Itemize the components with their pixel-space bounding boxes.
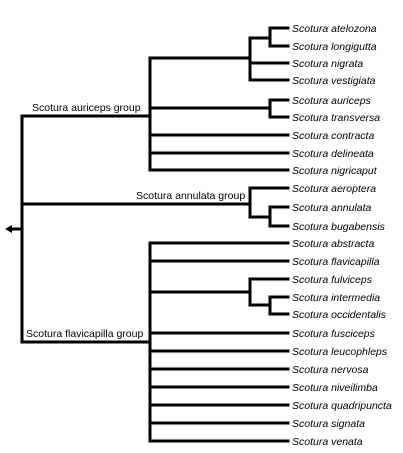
group-label-annulata: Scotura annulata group — [136, 190, 245, 202]
leaf-label: Scotura venata — [292, 436, 363, 448]
leaf-label: Scotura flavicapilla — [292, 256, 380, 268]
leaf-label: Scotura bugabensis — [292, 221, 386, 233]
leaf-label: Scotura nervosa — [292, 364, 369, 376]
leaf-label: Scotura fusciceps — [292, 328, 376, 340]
leaf-label: Scotura vestigiata — [292, 75, 376, 87]
leaf-label: Scotura signata — [292, 418, 365, 430]
leaf-label: Scotura quadripuncta — [292, 400, 392, 412]
leaf-label: Scotura delineata — [292, 148, 374, 160]
left-arrow-icon — [5, 225, 24, 233]
leaf-label: Scotura annulata — [292, 202, 372, 214]
leaf-label: Scotura fulviceps — [292, 274, 373, 286]
leaf-label: Scotura contracta — [292, 130, 374, 142]
leaf-label: Scotura occidentalis — [292, 309, 387, 321]
leaf-label: Scotura intermedia — [292, 292, 380, 304]
leaf-label: Scotura longigutta — [292, 41, 377, 53]
leaf-label: Scotura auriceps — [292, 95, 372, 107]
flavicapilla-group-clade — [148, 241, 290, 443]
leaf-label: Scotura leucophleps — [292, 346, 388, 358]
leaf-label: Scotura nigrata — [292, 58, 363, 70]
auriceps-group-clade — [148, 26, 290, 172]
annulata-group-clade — [248, 186, 290, 228]
group-label-auriceps: Scotura auriceps group — [32, 102, 141, 114]
leaf-label: Scotura aeroptera — [292, 183, 376, 195]
group-label-flavicapilla: Scotura flavicapilla group — [26, 328, 143, 340]
leaf-label: Scotura nigricaput — [292, 165, 378, 177]
leaf-label: Scotura transversa — [292, 112, 380, 124]
leaf-label: Scotura niveilimba — [292, 382, 378, 394]
leaf-label: Scotura abstracta — [292, 238, 374, 250]
leaf-label: Scotura atelozona — [292, 23, 377, 35]
